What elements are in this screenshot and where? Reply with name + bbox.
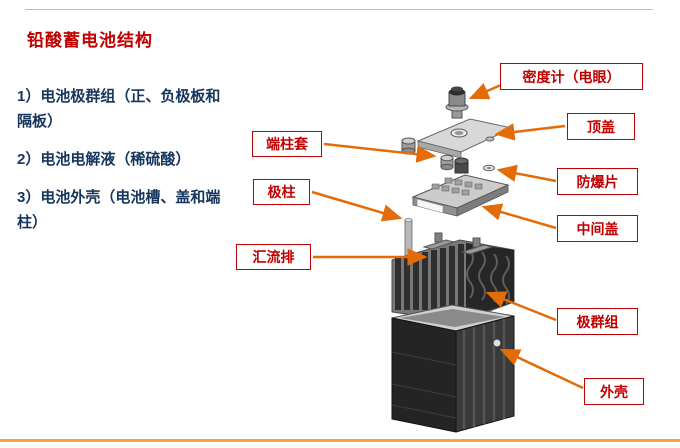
page-title: 铅酸蓄电池结构: [27, 31, 153, 50]
pole-post-part: [404, 217, 413, 261]
arrow-top-cover: [494, 123, 566, 141]
callout-top-cover: 顶盖: [567, 113, 635, 140]
arrow-pole-post: [311, 190, 403, 222]
callout-vent-disc: 防爆片: [557, 168, 638, 195]
callout-middle-cover: 中间盖: [557, 215, 638, 242]
middle-cover-part: [411, 157, 510, 217]
bottom-divider: [0, 439, 680, 442]
bullet-list: 1）电池极群组（正、负极板和隔板） 2）电池电解液（稀硫酸） 3）电池外壳（电池…: [17, 84, 227, 248]
arrow-middle-cover: [481, 203, 557, 230]
callout-busbar: 汇流排: [236, 244, 311, 270]
arrow-case: [499, 348, 584, 390]
list-item-plate-group: 1）电池极群组（正、负极板和隔板）: [17, 88, 221, 130]
arrow-density-meter: [468, 83, 502, 100]
top-divider: [25, 9, 653, 10]
arrow-plate-group: [485, 291, 557, 322]
list-item-electrolyte: 2）电池电解液（稀硫酸）: [17, 151, 191, 168]
list-item-case: 3）电池外壳（电池槽、盖和端柱）: [17, 189, 221, 231]
case-part: [391, 304, 515, 433]
callout-density-meter: 密度计（电眼）: [500, 63, 643, 90]
callout-plate-group: 极群组: [557, 308, 638, 335]
callout-arrows: [311, 83, 584, 390]
callout-pole-post: 极柱: [253, 179, 310, 205]
callout-case: 外壳: [584, 378, 644, 405]
density-meter-part: [445, 86, 469, 119]
busbar-strap-parts: [422, 232, 494, 255]
callout-terminal-sleeve: 端柱套: [252, 131, 322, 157]
vent-disc-part: [483, 164, 495, 172]
arrow-vent-disc: [496, 164, 557, 183]
top-cover-part: [416, 118, 514, 159]
arrow-terminal-sleeve: [323, 142, 437, 163]
